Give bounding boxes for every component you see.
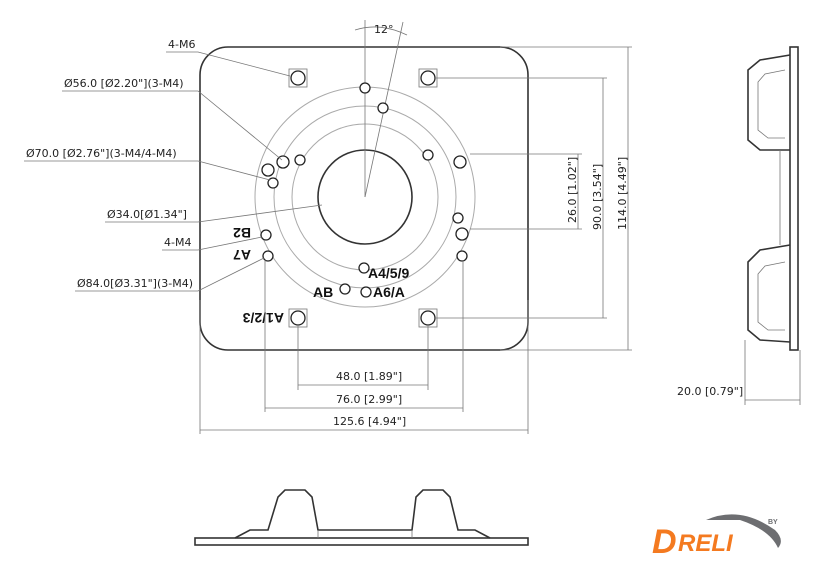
dreli-logo: D RELI BY xyxy=(652,514,781,561)
svg-text:20.0 [0.79"]: 20.0 [0.79"] xyxy=(677,385,743,398)
svg-text:RELI: RELI xyxy=(678,530,734,557)
m4-holes xyxy=(260,82,469,298)
svg-text:Ø56.0 [Ø2.20"](3-M4): Ø56.0 [Ø2.20"](3-M4) xyxy=(64,77,183,90)
svg-text:90.0 [3.54"]: 90.0 [3.54"] xyxy=(591,164,604,230)
svg-text:BY: BY xyxy=(768,519,778,526)
svg-text:125.6 [4.94"]: 125.6 [4.94"] xyxy=(333,415,406,428)
label-a459: A4/5/9 xyxy=(368,265,409,281)
horizontal-dimensions: 48.0 [1.89"] 76.0 [2.99"] 125.6 [4.94"] xyxy=(199,260,529,434)
svg-text:Ø84.0[Ø3.31"](3-M4): Ø84.0[Ø3.31"](3-M4) xyxy=(77,277,193,290)
svg-text:26.0 [1.02"]: 26.0 [1.02"] xyxy=(566,157,579,223)
svg-text:4-M4: 4-M4 xyxy=(164,236,191,249)
angle-label: 12° xyxy=(374,23,394,36)
label-a123: A1/2/3 xyxy=(243,310,284,326)
mount-plate-outline xyxy=(199,46,529,351)
callouts: 4-M6 Ø56.0 [Ø2.20"](3-M4) Ø70.0 [Ø2.76"]… xyxy=(24,38,323,292)
svg-text:114.0 [4.49"]: 114.0 [4.49"] xyxy=(616,157,629,230)
svg-text:4-M6: 4-M6 xyxy=(168,38,195,51)
label-b2: B2 xyxy=(233,225,251,241)
svg-text:76.0 [2.99"]: 76.0 [2.99"] xyxy=(336,393,402,406)
side-view: 20.0 [0.79"] xyxy=(677,46,801,405)
svg-text:D: D xyxy=(652,523,677,561)
label-ab: AB xyxy=(313,284,333,300)
label-a7: A7 xyxy=(233,247,251,263)
svg-text:48.0 [1.89"]: 48.0 [1.89"] xyxy=(336,370,402,383)
svg-text:Ø34.0[Ø1.34"]: Ø34.0[Ø1.34"] xyxy=(107,208,187,221)
bottom-view xyxy=(194,489,529,546)
vertical-dimensions: 26.0 [1.02"] 90.0 [3.54"] 114.0 [4.49"] xyxy=(436,46,632,351)
label-a6a: A6/A xyxy=(373,284,405,300)
svg-text:Ø70.0 [Ø2.76"](3-M4/4-M4): Ø70.0 [Ø2.76"](3-M4/4-M4) xyxy=(26,147,177,160)
